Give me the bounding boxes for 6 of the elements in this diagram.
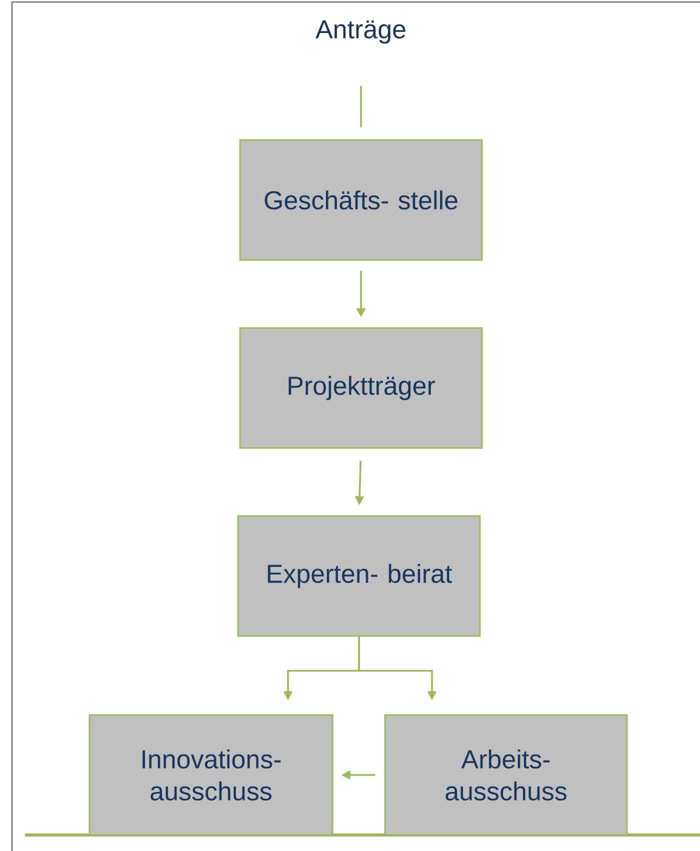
- process-box: Experten- beirat: [237, 515, 481, 637]
- heading-text: Anträge: [316, 20, 406, 44]
- process-box: Innovations- ausschuss: [88, 714, 334, 836]
- process-box: Arbeits- ausschuss: [384, 714, 628, 836]
- process-box: Geschäfts- stelle: [239, 139, 483, 261]
- process-box: Projektträger: [239, 327, 483, 449]
